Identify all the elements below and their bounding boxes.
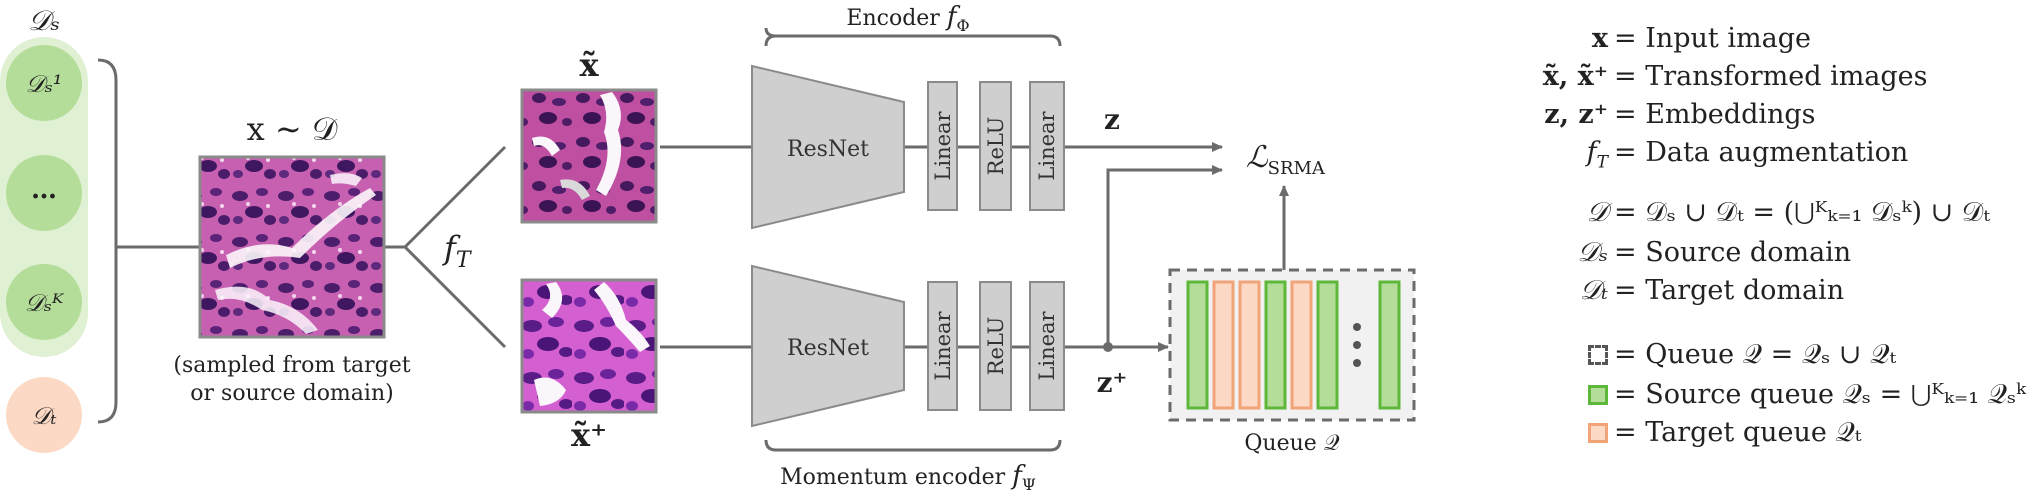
queue-source-slot	[1316, 280, 1339, 410]
encoder-resnet-label: ResNet	[787, 137, 869, 162]
encoder-relu-label: ReLU	[984, 117, 1008, 176]
queue-target-slot	[1290, 280, 1313, 410]
legend-symbol: x	[1591, 23, 1608, 54]
domain-panel: 𝒟ₛ 𝒟ₛ¹ … 𝒟ₛᴷ 𝒟ₜ	[0, 4, 88, 453]
embedding-z-plus-label: z⁺	[1097, 366, 1128, 399]
momentum-resnet-label: ResNet	[787, 336, 869, 361]
loss-label: ℒSRMA	[1246, 140, 1326, 179]
legend-text: = Transformed images	[1614, 61, 1928, 92]
source-domain-k-label: 𝒟ₛᴷ	[25, 289, 65, 317]
legend-symbol: z, z⁺	[1544, 99, 1608, 130]
momentum-linear-2-label: Linear	[1035, 310, 1059, 380]
augmentation-label: fT	[442, 229, 473, 273]
queue-source-slot	[1378, 280, 1401, 410]
input-caption-line2: or source domain)	[190, 381, 393, 406]
source-domain-dots-label: …	[31, 175, 57, 205]
source-domain-k	[6, 264, 82, 340]
source-domain-1-label: 𝒟ₛ¹	[26, 70, 63, 98]
queue-target-slot	[1212, 280, 1235, 410]
target-domain	[6, 377, 82, 453]
queue-label: Queue 𝒬	[1244, 431, 1339, 456]
legend-symbol: 𝒟	[1586, 197, 1608, 228]
view-top-label: x̃	[579, 46, 599, 84]
target-queue-swatch-icon	[1588, 423, 1608, 443]
queue-source-slot	[1264, 280, 1287, 410]
legend-text: = Source queue 𝒬ₛ = ⋃ᴷₖ₌₁ 𝒬ₛᵏ	[1614, 379, 2026, 410]
momentum-resnet	[751, 264, 905, 428]
source-domain-1	[6, 45, 82, 121]
momentum-linear-2	[1029, 281, 1065, 411]
legend-text: = 𝒟ₛ ∪ 𝒟ₜ = (⋃ᴷₖ₌₁ 𝒟ₛᵏ) ∪ 𝒟ₜ	[1614, 197, 1991, 228]
target-domain-label: 𝒟ₜ	[31, 402, 56, 430]
legend-text: = Target queue 𝒬ₜ	[1614, 417, 1862, 448]
source-domains-label: 𝒟ₛ	[28, 4, 60, 37]
encoder-resnet	[751, 64, 905, 230]
encoder-linear-1	[927, 81, 958, 211]
legend-symbol: fT	[1586, 137, 1608, 173]
legend-symbol: 𝒟ₜ	[1579, 275, 1608, 306]
input-image	[198, 155, 386, 339]
queue-source-slot	[1186, 280, 1209, 410]
source-domain-ellipsis	[6, 155, 82, 231]
momentum-relu-label: ReLU	[984, 317, 1008, 376]
momentum-linear-1	[927, 281, 958, 411]
legend-text: = Target domain	[1614, 275, 1845, 306]
legend: x = Input image x̃, x̃⁺ = Transformed im…	[1490, 18, 2026, 488]
legend-text: = Input image	[1614, 23, 1811, 54]
connectors	[116, 142, 1289, 352]
view-top-image	[520, 88, 658, 224]
embedding-z-label: z	[1104, 103, 1120, 136]
domain-bracket	[97, 58, 118, 424]
branch-dot	[1103, 342, 1113, 352]
momentum-linear-1-label: Linear	[931, 310, 955, 380]
view-bottom-image	[520, 278, 658, 414]
queue-target-slot	[1238, 280, 1261, 410]
legend-text: = Data augmentation	[1614, 137, 1909, 168]
source-queue-swatch-icon	[1588, 385, 1608, 405]
legend-symbol: 𝒟ₛ	[1577, 237, 1608, 268]
legend-text: = Queue 𝒬 = 𝒬ₛ ∪ 𝒬ₜ	[1614, 339, 1897, 370]
input-title: x ∼ 𝒟	[247, 110, 338, 148]
encoder-linear-1-label: Linear	[931, 110, 955, 180]
encoder-relu	[979, 81, 1012, 211]
momentum-encoder-block	[751, 264, 1065, 452]
view-bottom-label: x̃⁺	[571, 416, 607, 454]
momentum-encoder-title: Momentum encoder fΨ	[780, 461, 1036, 492]
input-caption-line1: (sampled from target	[173, 353, 410, 378]
momentum-relu	[979, 281, 1012, 411]
encoder-linear-2-label: Linear	[1035, 110, 1059, 180]
legend-text: = Source domain	[1614, 237, 1852, 268]
queue	[1168, 268, 1416, 422]
queue-swatch-icon	[1588, 345, 1608, 365]
legend-symbol: x̃, x̃⁺	[1542, 61, 1608, 92]
encoder-linear-2	[1029, 81, 1065, 211]
legend-text: = Embeddings	[1614, 99, 1816, 130]
encoder-title: Encoder fΦ	[846, 2, 969, 35]
encoder-block	[751, 27, 1065, 230]
